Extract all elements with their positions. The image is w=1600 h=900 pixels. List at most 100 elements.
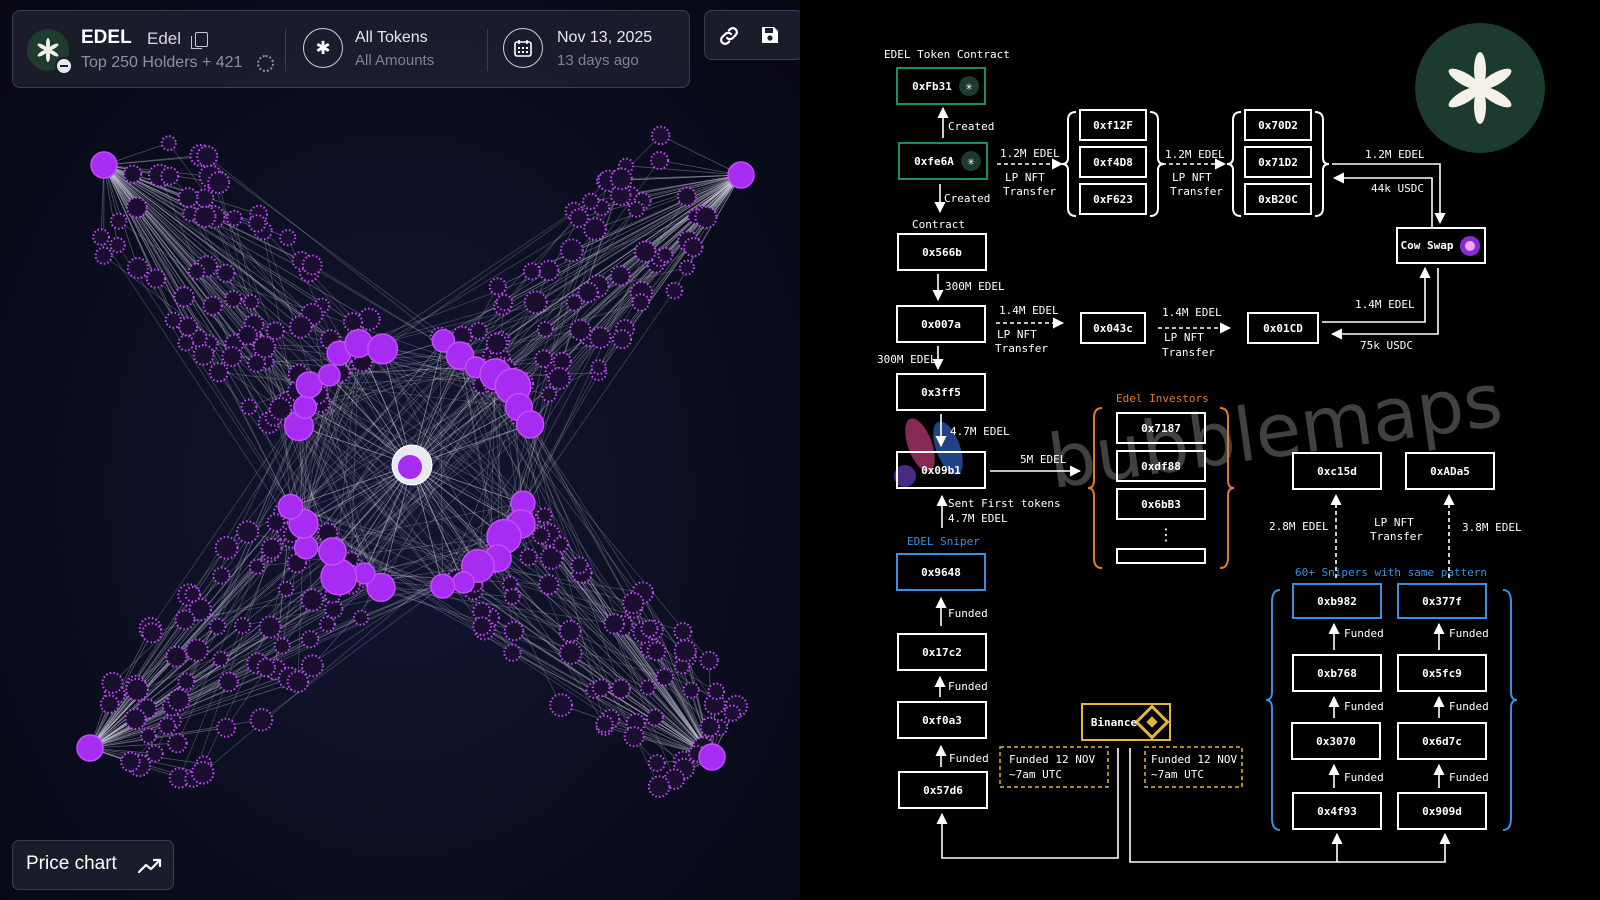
holder-bubble[interactable] [472, 601, 492, 622]
holder-bubble[interactable] [682, 681, 700, 699]
holder-bubble[interactable] [258, 615, 282, 639]
holder-bubble[interactable] [247, 353, 266, 373]
holder-bubble[interactable] [430, 573, 456, 599]
holder-bubble[interactable] [707, 682, 726, 701]
node-f0a3[interactable] [897, 701, 987, 739]
holder-bubble[interactable] [265, 321, 285, 341]
holder-bubble[interactable] [515, 410, 545, 439]
holder-bubble[interactable] [177, 672, 196, 691]
holder-bubble[interactable] [192, 343, 215, 366]
holder-bubble[interactable] [539, 546, 564, 570]
node-71d2[interactable] [1244, 146, 1312, 178]
holder-bubble[interactable] [485, 332, 508, 355]
holder-bubble[interactable] [293, 535, 319, 560]
node-f4d8[interactable] [1079, 146, 1147, 178]
holder-bubble[interactable] [549, 693, 573, 718]
holder-bubbles[interactable] [76, 125, 755, 798]
calendar-icon[interactable] [503, 28, 543, 68]
holder-bubble[interactable] [248, 558, 266, 575]
holder-bubble[interactable] [177, 187, 199, 208]
copy-icon[interactable] [191, 32, 208, 49]
holder-bubble[interactable] [101, 671, 124, 694]
node-df88[interactable] [1116, 450, 1206, 482]
holder-bubble[interactable] [300, 654, 324, 678]
holder-bubble[interactable] [537, 259, 560, 282]
holder-bubble[interactable] [649, 150, 670, 171]
holder-bubble[interactable] [699, 716, 721, 738]
holder-bubble[interactable] [126, 257, 149, 280]
holder-bubble[interactable] [559, 238, 584, 263]
holder-bubble[interactable] [541, 386, 558, 403]
holder-bubble[interactable] [214, 535, 239, 560]
price-chart-button[interactable]: Price chart [12, 840, 174, 890]
node-09b1[interactable] [896, 451, 986, 489]
holder-bubble[interactable] [256, 657, 276, 678]
node-f623[interactable] [1079, 183, 1147, 215]
holder-bubble[interactable] [226, 209, 243, 227]
holder-bubble[interactable] [140, 727, 157, 745]
node-7187[interactable] [1116, 412, 1206, 444]
token-filter-title[interactable]: All Tokens [355, 29, 428, 46]
holder-bubble[interactable] [202, 295, 223, 316]
node-007a[interactable] [896, 305, 986, 343]
holder-bubble[interactable] [288, 315, 313, 339]
holder-bubble[interactable] [583, 217, 607, 241]
node-fb31[interactable] [896, 67, 986, 105]
holder-bubble[interactable] [177, 334, 195, 352]
holder-bubble[interactable] [218, 671, 239, 693]
holder-bubble[interactable] [519, 548, 538, 567]
holder-bubble[interactable] [300, 629, 320, 649]
holder-bubble[interactable] [622, 591, 645, 615]
holder-bubble[interactable] [207, 171, 231, 195]
holder-bubble[interactable] [158, 717, 177, 736]
holder-bubble[interactable] [173, 286, 195, 308]
holder-bubble[interactable] [248, 214, 267, 233]
holder-bubble[interactable] [591, 678, 611, 698]
holder-bubble[interactable] [640, 619, 659, 638]
holder-bubble[interactable] [503, 588, 521, 605]
holder-bubble[interactable] [694, 205, 718, 229]
holder-bubble[interactable] [472, 616, 492, 636]
holder-bubble[interactable] [208, 617, 227, 636]
holder-bubble[interactable] [260, 537, 283, 560]
holder-bubble[interactable] [611, 329, 633, 350]
holder-bubble[interactable] [188, 597, 212, 622]
holder-bubble[interactable] [674, 658, 691, 675]
node-3ff5[interactable] [896, 373, 986, 411]
holder-bubble[interactable] [174, 609, 196, 631]
holder-bubble[interactable] [268, 397, 293, 421]
holder-bubble[interactable] [357, 307, 381, 331]
holder-bubble[interactable] [609, 167, 633, 191]
holder-bubble[interactable] [645, 708, 664, 727]
holder-bubble[interactable] [182, 205, 199, 222]
holder-bubble[interactable] [120, 751, 141, 773]
holder-bubble[interactable] [92, 228, 110, 246]
holder-bubble[interactable] [569, 208, 589, 228]
holder-bubble[interactable] [582, 192, 600, 210]
holder-bubble[interactable] [678, 259, 695, 276]
holder-bubble[interactable] [523, 290, 548, 315]
holder-bubble[interactable] [367, 333, 399, 365]
node-01cd[interactable] [1247, 312, 1319, 344]
node-57d6[interactable] [898, 771, 988, 809]
holder-bubble[interactable] [320, 558, 358, 596]
holder-bubble[interactable] [184, 586, 202, 603]
holder-bubble[interactable] [623, 726, 645, 748]
holder-bubble[interactable] [208, 362, 229, 383]
holder-bubble[interactable] [240, 398, 258, 416]
holder-bubble[interactable] [647, 775, 671, 798]
holder-bubble[interactable] [221, 345, 243, 367]
holders-filter[interactable]: Top 250 Holders + 421 [81, 54, 243, 71]
holder-bubble[interactable] [727, 161, 755, 189]
holder-bubble[interactable] [266, 513, 286, 533]
holder-bubble[interactable] [552, 351, 572, 372]
holder-bubble[interactable] [634, 240, 657, 263]
holder-bubble[interactable] [99, 694, 120, 715]
node-70d2[interactable] [1244, 109, 1312, 141]
node-909d[interactable] [1397, 792, 1487, 830]
holder-bubble[interactable] [167, 733, 188, 754]
holder-bubble[interactable] [352, 609, 370, 626]
date-title[interactable]: Nov 13, 2025 [557, 29, 653, 46]
holder-bubble[interactable] [503, 620, 525, 642]
holder-bubble[interactable] [452, 570, 475, 594]
